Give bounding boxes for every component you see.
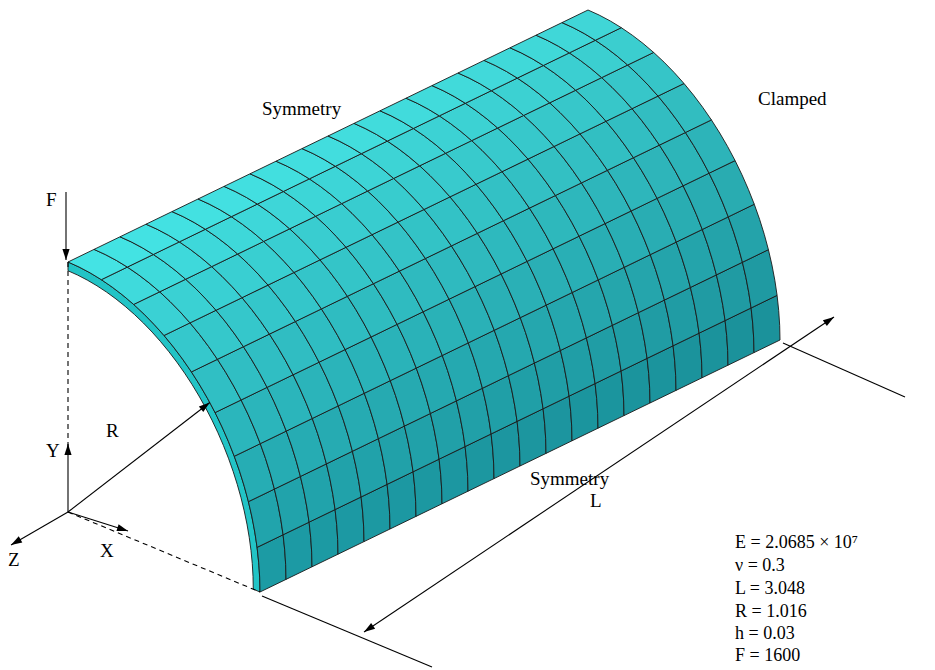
radius-label: R — [106, 420, 119, 442]
property-text: ν = 0.3 — [735, 554, 785, 576]
property-text: R = 1.016 — [735, 600, 807, 622]
dimension-arrow — [364, 623, 375, 632]
force-arrow-head — [62, 249, 69, 260]
guide-line — [67, 262, 68, 447]
dimension-label: L — [590, 490, 602, 512]
x-axis — [68, 512, 128, 531]
extension-line — [783, 343, 905, 397]
force-label: F — [46, 189, 57, 211]
extension-line — [262, 596, 432, 667]
property-text: h = 0.03 — [735, 622, 795, 644]
property-text: F = 1600 — [735, 644, 800, 666]
dimension-arrow — [823, 317, 834, 326]
property-text: E = 2.0685 × 10⁷ — [735, 531, 858, 553]
boundary-label: Clamped — [758, 88, 827, 110]
mesh-element — [562, 10, 621, 40]
axis-label: Z — [8, 549, 20, 571]
radius-arrow — [68, 403, 210, 512]
x-axis-head — [116, 524, 128, 531]
z-axis — [11, 512, 68, 545]
boundary-label: Symmetry — [262, 98, 341, 120]
axis-label: Y — [46, 440, 60, 462]
dimension-line — [364, 317, 834, 632]
boundary-label: Symmetry — [530, 468, 609, 490]
guide-line — [68, 512, 260, 592]
axis-label: X — [100, 540, 114, 562]
y-axis-head — [64, 444, 71, 455]
property-text: L = 3.048 — [735, 577, 805, 599]
z-axis-head — [11, 536, 22, 545]
radius-arrow-head — [199, 403, 210, 413]
